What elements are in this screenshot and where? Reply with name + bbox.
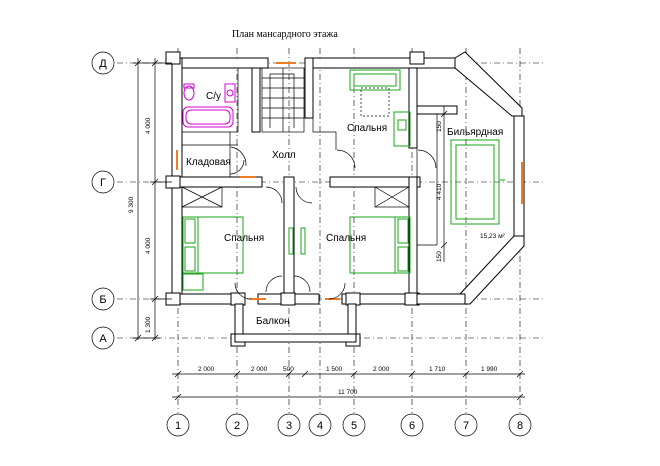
axis-col-7: 7 [463,420,469,432]
dim-h-6: 1 710 [429,366,446,373]
billiard-dimensions: 150 4 410 150 [436,106,448,262]
room-bedroom-left-label: Спальня [224,233,264,244]
room-bedroom-right-label: Спальня [326,233,366,244]
dim-v-2: 4 000 [145,237,152,254]
dim-h-1: 2 000 [198,366,215,373]
room-billiard-label: Бильярдная [447,127,503,138]
room-bedroom-top-label: Спальня [347,123,387,134]
dim-billiard-2: 4 410 [436,183,443,200]
dim-v-total: 9 300 [128,196,135,213]
axis-row-G: Г [100,177,106,189]
axis-col-1: 1 [175,420,181,432]
axis-row-A: А [99,333,107,345]
dim-h-7: 1 990 [481,366,498,373]
axis-col-2: 2 [234,420,240,432]
openings [176,62,523,300]
dim-h-5: 2 000 [373,366,390,373]
axis-row-B: Б [99,294,106,306]
vertical-dimensions: 4 000 4 000 1 300 9 300 [128,58,172,342]
room-storage-label: Кладовая [186,157,231,168]
room-hall-label: Холл [272,150,296,161]
billiard-area-label: 15,23 м² [480,233,506,240]
axis-col-6: 6 [409,420,415,432]
room-bath-label: С/у [206,91,221,102]
dim-h-total: 11 700 [338,389,358,396]
dim-v-3: 1 300 [145,316,152,333]
dim-h-3: 500 [283,366,294,373]
furniture [182,69,505,291]
axis-col-5: 5 [351,420,357,432]
room-balcony-label: Балкон [256,316,290,327]
dim-billiard-3: 150 [436,251,443,262]
plan-title: План мансардного этажа [232,29,338,40]
dim-h-4: 1 500 [326,366,343,373]
dim-billiard-1: 150 [436,121,443,132]
axis-col-8: 8 [517,420,523,432]
axis-col-4: 4 [317,420,323,432]
column-axis-markers: 1 2 3 4 5 6 7 8 [166,413,532,437]
axis-col-3: 3 [286,420,292,432]
row-axis-markers: Д Г Б А [91,51,115,350]
dim-v-1: 4 000 [145,117,152,134]
plumbing-fixtures [182,83,236,128]
axis-row-D: Д [99,58,107,70]
horizontal-dimensions: 2 000 2 000 500 1 500 2 000 1 710 1 990 … [172,366,525,401]
dim-h-2: 2 000 [251,366,268,373]
